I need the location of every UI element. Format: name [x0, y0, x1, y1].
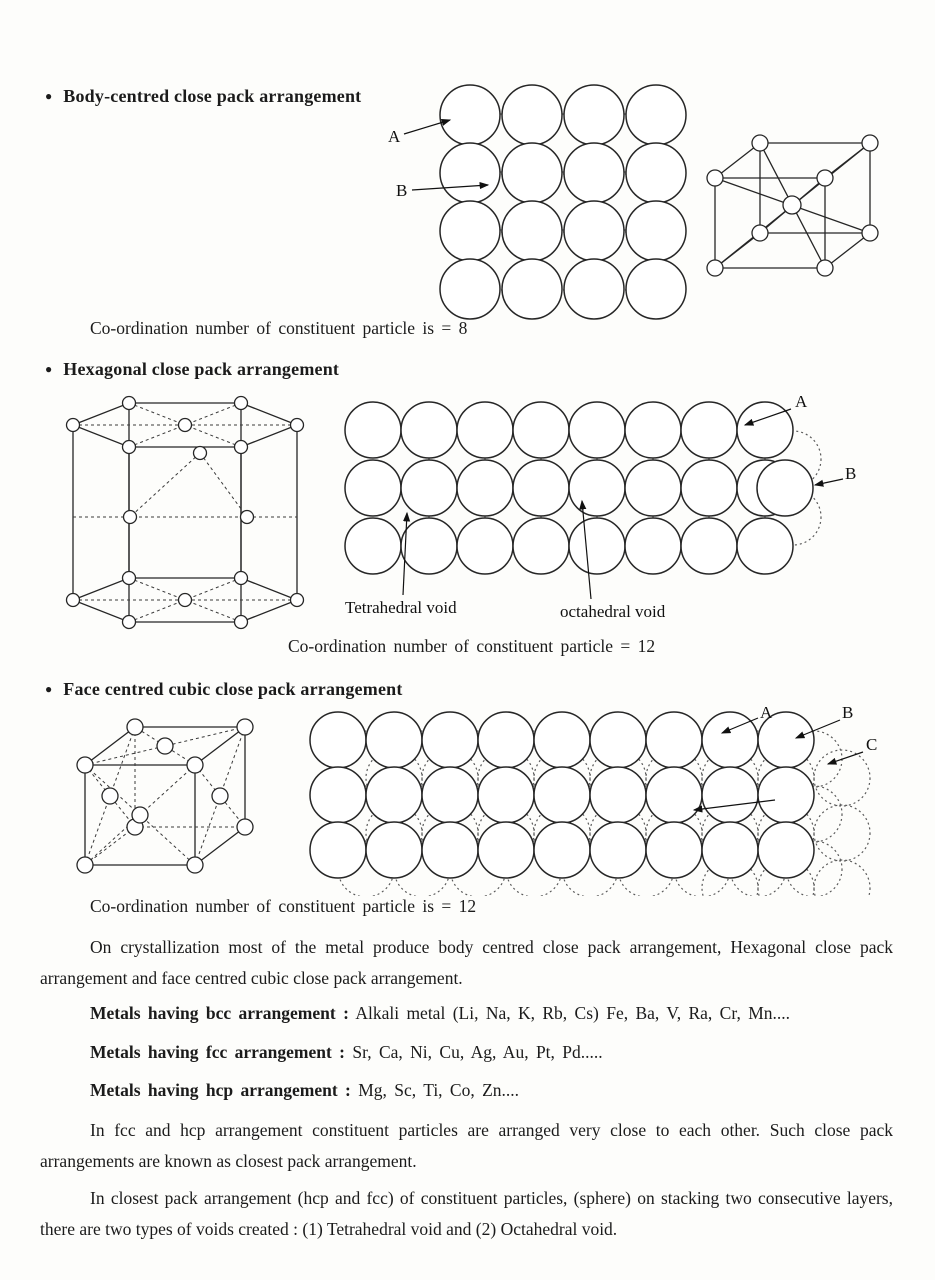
fcc-label-b: B [842, 703, 853, 722]
metals-fcc-value: Sr, Ca, Ni, Cu, Ag, Au, Pt, Pd..... [352, 1042, 603, 1062]
hcp-label-octahedral-void: octahedral void [560, 602, 666, 621]
bullet-icon: ● [45, 89, 53, 103]
bcc-dotted-layer [470, 113, 656, 291]
hcp-label-b: B [845, 464, 856, 483]
metals-hcp-label: Metals having hcp arrangement : [90, 1080, 351, 1100]
section-hcp-heading: ● Hexagonal close pack arrangement [45, 359, 339, 380]
metals-fcc-label: Metals having fcc arrangement : [90, 1042, 345, 1062]
metals-hcp-line: Metals having hcp arrangement : Mg, Sc, … [90, 1080, 519, 1101]
metals-bcc-label: Metals having bcc arrangement : [90, 1003, 349, 1023]
metals-hcp-value: Mg, Sc, Ti, Co, Zn.... [358, 1080, 520, 1100]
metals-fcc-line: Metals having fcc arrangement : Sr, Ca, … [90, 1042, 603, 1063]
section-fcc-title: Face centred cubic close pack arrangemen… [63, 679, 403, 699]
section-fcc-heading: ● Face centred cubic close pack arrangem… [45, 679, 403, 700]
hcp-label-tetrahedral-void: Tetrahedral void [345, 598, 457, 617]
metals-bcc-line: Metals having bcc arrangement : Alkali m… [90, 1003, 790, 1024]
hcp-caption: Co-ordination number of constituent part… [288, 636, 656, 656]
paragraph-crystallization: On crystallization most of the metal pro… [40, 937, 893, 988]
paragraph-closest-pack: In fcc and hcp arrangement constituent p… [40, 1120, 893, 1171]
hcp-unit-cell [65, 395, 305, 630]
bullet-icon: ● [45, 682, 53, 696]
fcc-label-c: C [866, 735, 877, 754]
hcp-solid-layer [344, 401, 814, 575]
bullet-icon: ● [45, 362, 53, 376]
bcc-label-a: A [388, 127, 401, 146]
bcc-solid-layer [439, 84, 687, 320]
hcp-packing-diagram: A B Tetrahedral void octahedral void [65, 392, 856, 630]
bcc-packing-diagram: A B [388, 84, 879, 320]
hcp-label-a: A [795, 392, 808, 411]
bcc-unit-cell [706, 134, 879, 277]
fcc-unit-cell [76, 718, 254, 874]
bcc-label-b: B [396, 181, 407, 200]
fcc-solid-layer [309, 711, 815, 879]
fcc-label-a: A [760, 703, 773, 722]
bcc-caption: Co-ordination number of constituent part… [90, 318, 468, 338]
section-hcp-title: Hexagonal close pack arrangement [63, 359, 340, 379]
fcc-caption: Co-ordination number of constituent part… [90, 896, 477, 916]
section-bcc-title: Body-centred close pack arrangement [63, 86, 362, 106]
metals-bcc-value: Alkali metal (Li, Na, K, Rb, Cs) Fe, Ba,… [355, 1003, 791, 1023]
fcc-packing-diagram: A B C [76, 703, 877, 896]
paragraph-voids: In closest pack arrangement (hcp and fcc… [40, 1188, 893, 1239]
section-bcc-heading: ● Body-centred close pack arrangement [45, 86, 361, 107]
